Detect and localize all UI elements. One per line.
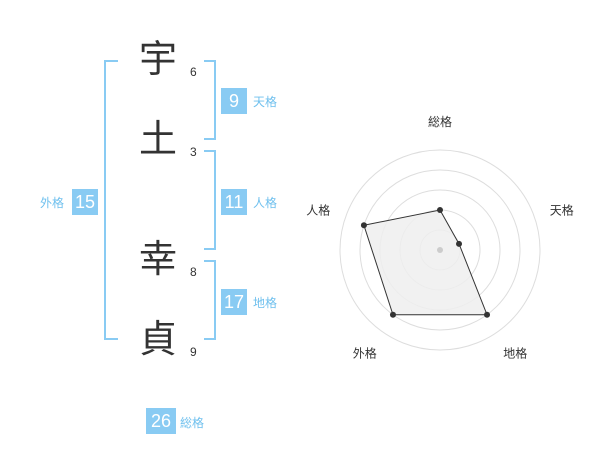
tenkaku-bracket bbox=[204, 60, 216, 140]
jinkaku-bracket bbox=[204, 150, 216, 250]
stroke-count-4: 9 bbox=[190, 345, 197, 359]
soukaku-label: 総格 bbox=[180, 416, 205, 430]
radar-polygon bbox=[363, 209, 488, 316]
radar-axis-label-2: 天格 bbox=[550, 202, 574, 217]
jinkaku-label: 人格 bbox=[253, 196, 278, 210]
radar-point-3 bbox=[484, 311, 491, 318]
chikaku-value: 17 bbox=[221, 289, 247, 315]
radar-center-dot bbox=[437, 247, 443, 253]
chikaku-bracket bbox=[204, 260, 216, 340]
stroke-count-3: 8 bbox=[190, 265, 197, 279]
soukaku-value: 26 bbox=[146, 408, 176, 434]
name-char-4: 貞 bbox=[138, 317, 177, 361]
radar-axis-label-3: 地格 bbox=[503, 346, 527, 361]
name-char-3: 幸 bbox=[138, 237, 177, 281]
radar-axis-label-1: 総格 bbox=[428, 114, 452, 129]
name-char-2: 土 bbox=[138, 117, 177, 161]
radar-ring-4 bbox=[359, 169, 521, 331]
radar-point-4 bbox=[389, 311, 396, 318]
tenkaku-label: 天格 bbox=[253, 95, 278, 109]
jinkaku-value: 11 bbox=[221, 189, 247, 215]
tenkaku-value: 9 bbox=[221, 88, 247, 114]
name-char-1: 宇 bbox=[138, 37, 177, 81]
chikaku-label: 地格 bbox=[253, 296, 278, 310]
radar-point-1 bbox=[437, 207, 443, 213]
gaikaku-label: 外格 bbox=[40, 196, 65, 210]
radar-point-2 bbox=[456, 240, 463, 247]
radar-axis-label-5: 人格 bbox=[306, 202, 330, 217]
gaikaku-bracket bbox=[104, 60, 118, 340]
stroke-count-2: 3 bbox=[190, 145, 197, 159]
radar-axis-label-4: 外格 bbox=[353, 346, 377, 361]
gaikaku-value: 15 bbox=[72, 189, 98, 215]
radar-point-5 bbox=[360, 222, 367, 229]
stroke-count-1: 6 bbox=[190, 65, 197, 79]
radar-ring-5 bbox=[339, 149, 541, 351]
